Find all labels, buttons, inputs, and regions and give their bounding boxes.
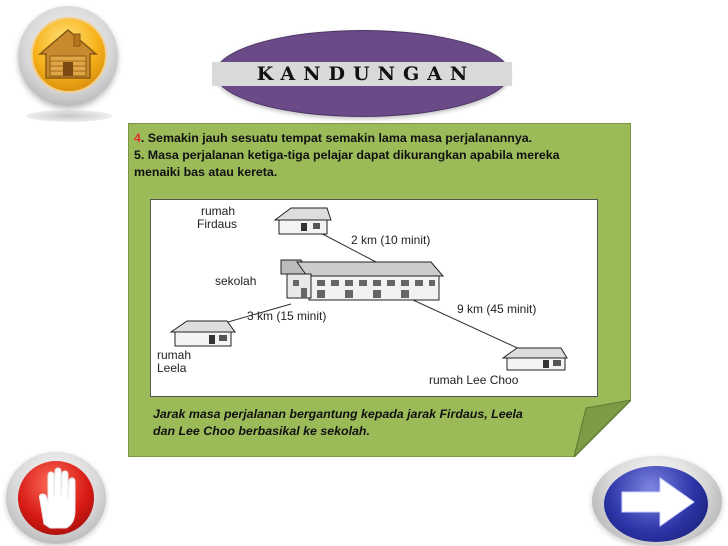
- home-button-face: [31, 17, 107, 93]
- point-4: 4. Semakin jauh sesuatu tempat semakin l…: [134, 130, 628, 147]
- title-band: [212, 62, 512, 86]
- school-building-icon: [280, 259, 445, 301]
- label-leela-1: rumah: [157, 348, 192, 362]
- route-leela: [220, 303, 292, 325]
- house-firdaus-icon: [273, 207, 332, 235]
- next-button[interactable]: [592, 456, 722, 546]
- home-icon: [37, 29, 99, 79]
- label-firdaus-2: Firdaus: [197, 217, 238, 231]
- caption: Jarak masa perjalanan bergantung kepada …: [153, 406, 573, 440]
- point-4-number: 4: [134, 131, 141, 145]
- map-diagram: rumah Firdaus 2 km (10 minit) sekolah 3 …: [150, 199, 598, 397]
- stop-button[interactable]: [6, 452, 106, 544]
- point-5-line-1: 5. Masa perjalanan ketiga-tiga pelajar d…: [134, 148, 560, 162]
- label-dist-leechoo: 9 km (45 minit): [457, 302, 537, 316]
- stop-hand-icon: [38, 467, 76, 529]
- route-leechoo: [412, 299, 527, 353]
- arrow-right-icon: [621, 477, 695, 527]
- label-leechoo: rumah Lee Choo: [429, 373, 519, 387]
- label-firdaus-1: rumah: [201, 204, 236, 218]
- diagram-drawing: [169, 207, 568, 371]
- caption-line-2: dan Lee Choo berbasikal ke sekolah.: [153, 424, 370, 438]
- point-4-text: . Semakin jauh sesuatu tempat semakin la…: [140, 131, 533, 145]
- point-5-line-2: menaiki bas atau kereta.: [134, 165, 278, 179]
- home-button-shadow: [26, 110, 112, 122]
- home-button[interactable]: [18, 6, 118, 106]
- label-school: sekolah: [215, 274, 257, 288]
- label-dist-firdaus: 2 km (10 minit): [351, 233, 431, 247]
- house-leela-icon: [169, 320, 236, 347]
- caption-line-1: Jarak masa perjalanan bergantung kepada …: [153, 407, 523, 421]
- label-leela-2: Leela: [157, 361, 187, 375]
- house-leechoo-icon: [501, 347, 568, 371]
- label-dist-leela: 3 km (15 minit): [247, 309, 327, 323]
- page-title: KANDUNGAN: [256, 63, 476, 85]
- content-text: 4. Semakin jauh sesuatu tempat semakin l…: [134, 130, 628, 181]
